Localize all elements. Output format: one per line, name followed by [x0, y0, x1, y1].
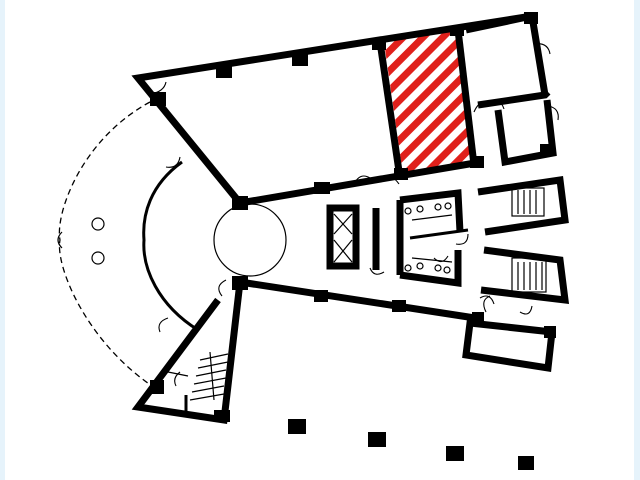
stair-icon: [511, 187, 547, 293]
stair-room-upper: [477, 176, 569, 236]
room-wall-right: [454, 29, 478, 166]
toilet-block-lower: [399, 250, 462, 288]
toilet-divider: [409, 228, 469, 240]
stair-room-lower: [480, 246, 570, 305]
outer-dashed-arc: [58, 101, 153, 387]
lower-wing-wall: [239, 278, 476, 322]
column-icon: [150, 12, 556, 470]
elevator-icon: [333, 213, 353, 263]
upper-wing-wall: [131, 12, 549, 206]
column-circle-upper: [91, 217, 105, 231]
toilet-block-upper: [399, 189, 464, 233]
lower-right-room: [462, 319, 556, 373]
elevator-shaft: [326, 204, 360, 270]
lower-triangle-wall: [131, 281, 244, 425]
upper-right-room-bottom: [477, 89, 551, 109]
toilet-icon: [404, 202, 453, 274]
upper-wing-inner-wall: [239, 159, 476, 207]
arc-notch: [57, 231, 63, 249]
inner-arc: [142, 160, 199, 332]
right-edge-strip: [634, 0, 640, 480]
highlighted-room[interactable]: [384, 30, 474, 175]
room-wall-left: [376, 41, 404, 179]
door-swing-icon: [149, 43, 559, 387]
upper-right-room: [465, 12, 533, 34]
small-room-right: [494, 99, 557, 167]
rotunda: [213, 203, 287, 277]
left-edge-strip: [0, 0, 5, 480]
column-circle-lower: [91, 251, 105, 265]
